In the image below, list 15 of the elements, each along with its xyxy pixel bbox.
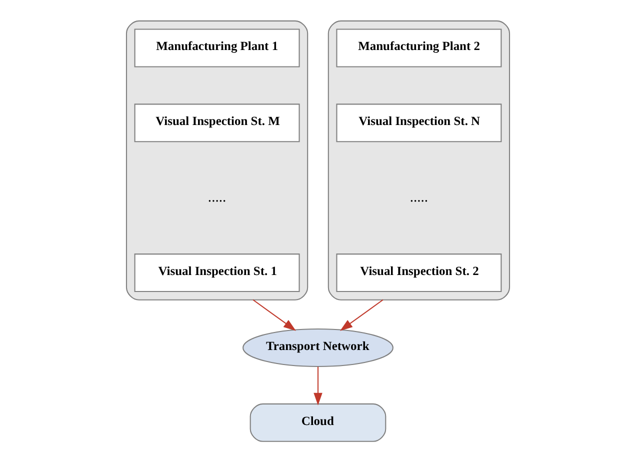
node-ellipse: Transport Network: [242, 328, 394, 367]
arrow: [252, 299, 296, 331]
node-box: Visual Inspection St. M: [134, 104, 300, 142]
node-box: Cloud: [250, 403, 386, 442]
label: .....: [410, 190, 428, 206]
cluster: [328, 20, 510, 300]
arrow: [340, 299, 384, 331]
arrow: [314, 366, 322, 406]
cluster: [126, 20, 308, 300]
node-box: Visual Inspection St. 1: [134, 254, 300, 292]
node-box: Manufacturing Plant 2: [336, 28, 502, 68]
node-box: Manufacturing Plant 1: [134, 28, 300, 68]
label: .....: [208, 190, 226, 206]
node-box: Visual Inspection St. 2: [336, 254, 502, 292]
node-box: Visual Inspection St. N: [336, 104, 502, 142]
